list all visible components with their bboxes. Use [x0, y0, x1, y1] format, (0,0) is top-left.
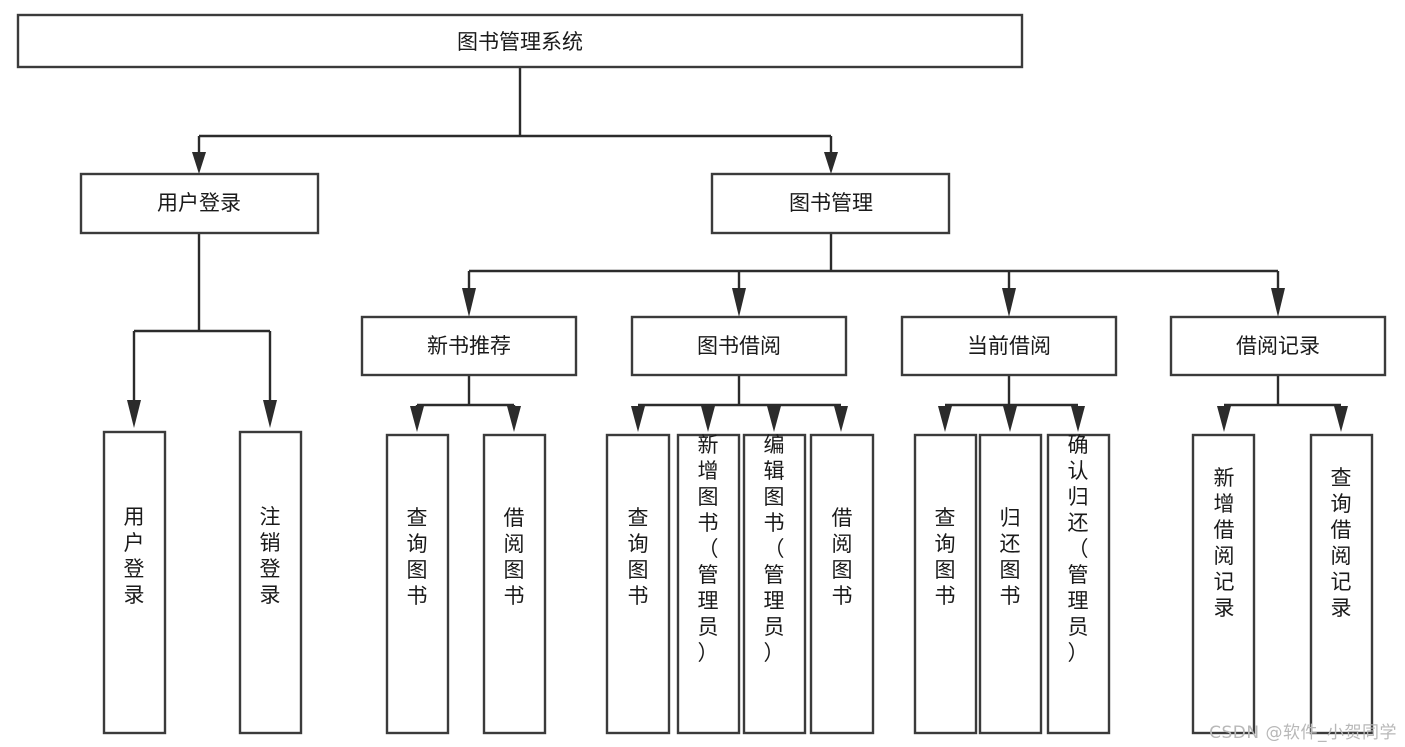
arrow-to-book-manage	[824, 152, 838, 174]
node-book-manage-box[interactable]	[710, 172, 951, 235]
node-new-book-rec[interactable]: 新书推荐	[360, 315, 578, 377]
csdn-watermark: CSDN @软件_小贺同学	[1209, 723, 1397, 743]
node-leaf-query-book-1-box[interactable]	[385, 433, 450, 735]
node-book-manage[interactable]: 图书管理	[710, 172, 951, 235]
node-leaf-query-book-2-label: 查询图书	[628, 506, 649, 608]
arrow-to-leaf-user-login	[127, 400, 141, 428]
arrow-to-leaf-query-book-3	[938, 406, 952, 432]
node-leaf-user-logout-label: 注销登录	[260, 505, 281, 607]
node-root[interactable]: 图书管理系统	[16, 13, 1024, 69]
node-new-book-rec-box[interactable]	[360, 315, 578, 377]
node-leaf-add-book-label: 新增图书（管理员）	[698, 433, 719, 665]
arrow-to-leaf-add-book	[701, 406, 715, 432]
node-leaf-query-book-1-label: 查询图书	[407, 506, 428, 608]
arrow-to-leaf-borrow-book-2	[834, 406, 848, 432]
node-leaf-user-logout-box[interactable]	[238, 430, 303, 735]
node-borrow-record-box[interactable]	[1169, 315, 1387, 377]
node-leaf-borrow-book-1-box[interactable]	[482, 433, 547, 735]
node-leaf-add-record-box[interactable]	[1191, 433, 1256, 735]
node-user-login-label: 用户登录	[157, 191, 241, 215]
node-leaf-add-book-box[interactable]	[676, 433, 741, 735]
node-book-borrow[interactable]: 图书借阅	[630, 315, 848, 377]
node-leaf-return-book-box[interactable]	[978, 433, 1043, 735]
node-user-login-box[interactable]	[79, 172, 320, 235]
node-leaf-borrow-book-2-box[interactable]	[809, 433, 875, 735]
node-borrow-record[interactable]: 借阅记录	[1169, 315, 1387, 377]
node-leaf-query-record-box[interactable]	[1309, 433, 1374, 735]
node-book-borrow-label: 图书借阅	[697, 334, 781, 358]
node-leaf-confirm-return-label: 确认归还（管理员）	[1068, 433, 1089, 665]
node-leaf-query-book-1[interactable]: 查询图书	[385, 433, 450, 735]
node-leaf-user-login-box[interactable]	[102, 430, 167, 735]
node-leaf-return-book[interactable]: 归还图书	[978, 433, 1043, 735]
node-book-manage-label: 图书管理	[789, 191, 873, 215]
node-leaf-borrow-book-2[interactable]: 借阅图书	[809, 433, 875, 735]
node-leaf-query-record[interactable]: 查询借阅记录	[1309, 433, 1374, 735]
node-leaf-edit-book[interactable]: 编辑图书（管理员）	[742, 433, 807, 735]
node-current-borrow-box[interactable]	[900, 315, 1118, 377]
node-root-label: 图书管理系统	[457, 30, 583, 54]
node-leaf-query-book-2-box[interactable]	[605, 433, 671, 735]
arrow-to-leaf-borrow-book-1	[507, 406, 521, 432]
node-current-borrow-label: 当前借阅	[967, 334, 1051, 358]
arrow-to-leaf-user-logout	[263, 400, 277, 428]
node-leaf-query-book-3-box[interactable]	[913, 433, 978, 735]
node-leaf-edit-book-label: 编辑图书（管理员）	[764, 433, 785, 665]
node-leaf-query-record-label: 查询借阅记录	[1331, 466, 1352, 620]
arrow-to-leaf-return-book	[1003, 406, 1017, 432]
arrow-to-current-borrow	[1002, 288, 1016, 317]
node-leaf-edit-book-box[interactable]	[742, 433, 807, 735]
node-root-box[interactable]	[16, 13, 1024, 69]
arrow-to-user-login	[192, 152, 206, 174]
arrow-to-borrow-record	[1271, 288, 1285, 317]
node-leaf-user-login[interactable]: 用户登录	[102, 430, 167, 735]
arrow-to-leaf-add-record	[1217, 406, 1231, 432]
node-leaf-borrow-book-1[interactable]: 借阅图书	[482, 433, 547, 735]
arrow-to-book-borrow	[732, 288, 746, 317]
node-current-borrow[interactable]: 当前借阅	[900, 315, 1118, 377]
node-leaf-add-record[interactable]: 新增借阅记录	[1191, 433, 1256, 735]
node-book-borrow-box[interactable]	[630, 315, 848, 377]
node-leaf-query-book-3-label: 查询图书	[935, 506, 956, 608]
arrow-to-leaf-query-record	[1334, 406, 1348, 432]
node-leaf-add-record-label: 新增借阅记录	[1214, 466, 1235, 620]
node-leaf-confirm-return[interactable]: 确认归还（管理员）	[1046, 433, 1111, 735]
arrow-to-leaf-query-book-1	[410, 406, 424, 432]
node-leaf-user-logout[interactable]: 注销登录	[238, 430, 303, 735]
node-user-login[interactable]: 用户登录	[79, 172, 320, 235]
node-leaf-borrow-book-1-label: 借阅图书	[504, 506, 525, 608]
arrow-to-leaf-edit-book	[767, 406, 781, 432]
arrow-to-leaf-confirm-return	[1071, 406, 1085, 432]
node-leaf-query-book-3[interactable]: 查询图书	[913, 433, 978, 735]
arrow-to-leaf-query-book-2	[631, 406, 645, 432]
node-borrow-record-label: 借阅记录	[1236, 334, 1320, 358]
node-leaf-query-book-2[interactable]: 查询图书	[605, 433, 671, 735]
node-leaf-confirm-return-box[interactable]	[1046, 433, 1111, 735]
node-leaf-borrow-book-2-label: 借阅图书	[832, 506, 853, 608]
node-leaf-add-book[interactable]: 新增图书（管理员）	[676, 433, 741, 735]
node-leaf-return-book-label: 归还图书	[1000, 506, 1021, 608]
arrow-to-new-book-rec	[462, 288, 476, 317]
node-new-book-rec-label: 新书推荐	[427, 334, 511, 358]
node-leaf-user-login-label: 用户登录	[124, 505, 145, 607]
edges-layer	[127, 67, 1348, 432]
